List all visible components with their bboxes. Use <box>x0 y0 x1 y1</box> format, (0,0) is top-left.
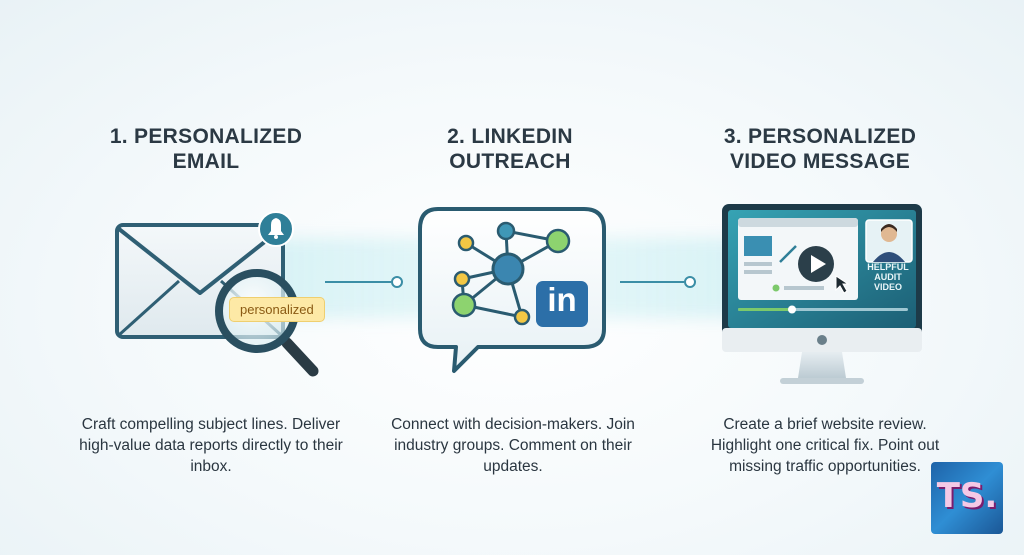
connector-1 <box>325 276 403 288</box>
step-3-title: 3. PERSONALIZED VIDEO MESSAGE <box>723 125 917 173</box>
ts-watermark-logo: TS. <box>931 462 1003 534</box>
magnifier-icon <box>215 269 319 377</box>
video-monitor-icon <box>722 204 922 384</box>
step-3-description: Create a brief website review. Highlight… <box>710 416 940 475</box>
helpful-audit-video-label: HELPFUL AUDIT VIDEO <box>867 262 909 292</box>
linkedin-logo-text: in <box>547 281 577 318</box>
step-1-title: 1. PERSONALIZED EMAIL <box>109 125 303 173</box>
ts-watermark-text: TS. <box>936 476 998 516</box>
linkedin-network-icon <box>418 207 606 373</box>
step-2-description: Connect with decision-makers. Join indus… <box>391 416 635 475</box>
step-1-description: Craft compelling subject lines. Deliver … <box>79 416 343 475</box>
connector-2 <box>620 276 696 288</box>
personalized-badge: personalized <box>229 297 325 322</box>
bell-icon <box>258 211 294 247</box>
email-envelope-icon <box>115 211 319 377</box>
step-2-title: 2. LINKEDIN OUTREACH <box>447 125 573 173</box>
